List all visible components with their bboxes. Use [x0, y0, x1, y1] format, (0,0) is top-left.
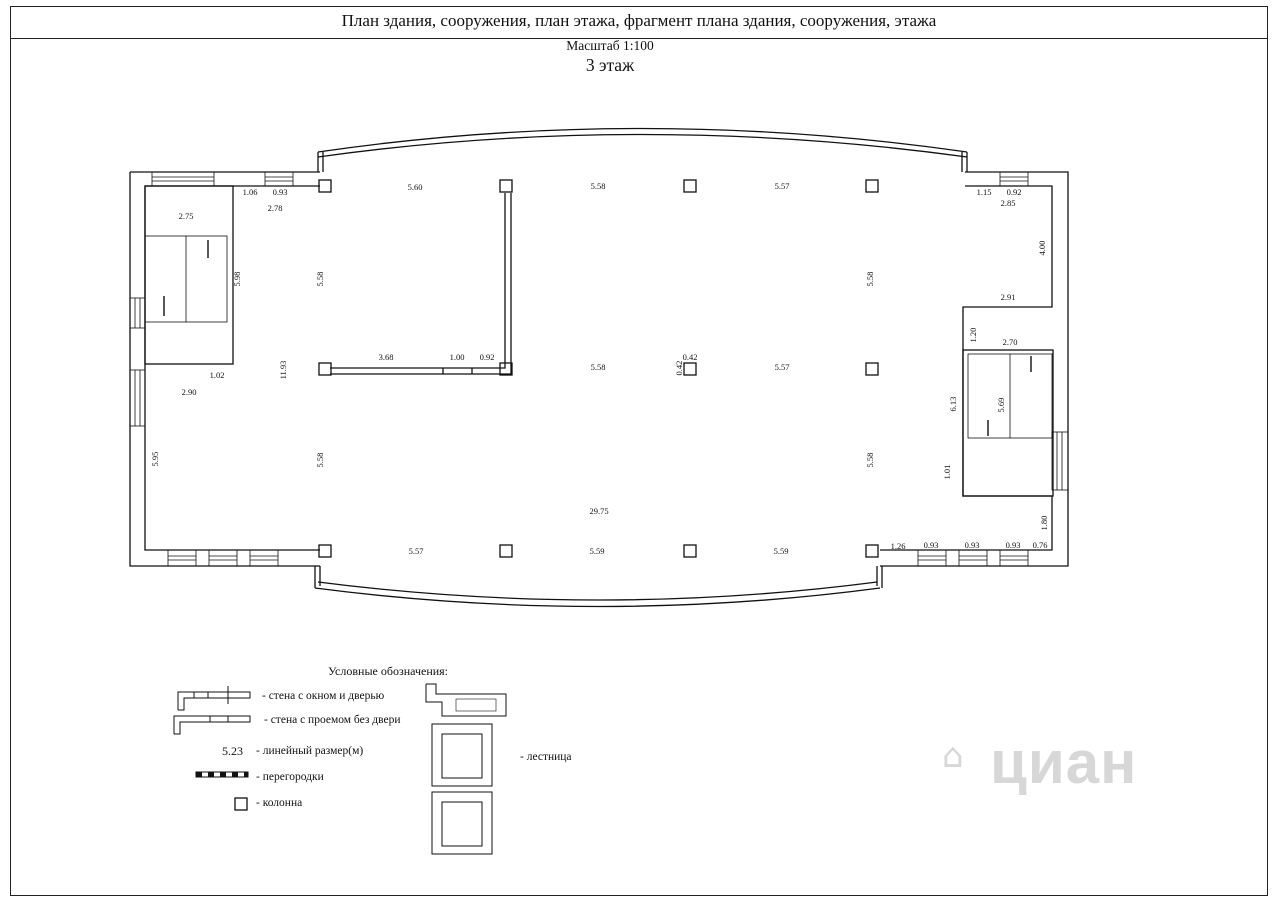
dimension-label: 1.02	[210, 370, 225, 380]
dimension-label: 0.93	[965, 540, 980, 550]
legend-column-icon	[234, 797, 248, 811]
dimension-label: 1.01	[942, 465, 952, 480]
drawing-frame: План здания, сооружения, план этажа, фра…	[10, 6, 1268, 896]
outer-wall	[129, 172, 320, 567]
legend-stairs: - лестница	[520, 751, 572, 763]
dimension-label: 5.58	[865, 453, 875, 468]
column	[865, 179, 879, 193]
dimension-label: 1.26	[891, 541, 906, 551]
dimension-label: 5.59	[774, 546, 789, 556]
dimension-label: 5.95	[150, 452, 160, 467]
dimension-label: 1.15	[977, 187, 992, 197]
dimension-label: 2.78	[268, 203, 283, 213]
dimension-label: 5.58	[315, 453, 325, 468]
window-top-left	[151, 171, 1029, 187]
outer-wall	[880, 171, 1069, 567]
cian-logo-icon: ⌂	[942, 736, 964, 776]
dimension-label: 1.20	[968, 328, 978, 343]
curved-facade-top-inner	[317, 133, 968, 158]
column	[683, 179, 697, 193]
dimension-label: 29.75	[589, 506, 608, 516]
watermark: циан	[990, 729, 1138, 796]
dimension-label: 5.59	[590, 546, 605, 556]
column	[865, 362, 879, 376]
stair-flights-left	[144, 235, 228, 323]
title-block: План здания, сооружения, план этажа, фра…	[11, 7, 1267, 39]
legend-partitions: - перегородки	[256, 771, 324, 783]
dimension-label: 0.93	[273, 187, 288, 197]
dimension-label: 2.90	[182, 387, 197, 397]
dimension-label: 0.76	[1033, 540, 1048, 550]
dimension-label: 0.42	[683, 352, 698, 362]
dimension-label: 1.06	[243, 187, 258, 197]
stair-core-right	[962, 349, 1054, 497]
dimension-label: 3.68	[379, 352, 394, 362]
legend-stairs-icon	[425, 683, 507, 855]
dimension-label: 5.58	[315, 272, 325, 287]
column	[499, 544, 513, 558]
column	[865, 544, 879, 558]
dimension-label: 2.91	[1001, 292, 1016, 302]
dimension-label: 0.93	[1006, 540, 1021, 550]
page-title: План здания, сооружения, план этажа, фра…	[341, 11, 937, 30]
dimension-label: 6.13	[948, 397, 958, 412]
legend-wall-opening: - стена с проемом без двери	[264, 714, 401, 726]
column	[683, 362, 697, 376]
dimension-label: 2.85	[1001, 198, 1016, 208]
window-bottom	[167, 549, 1029, 567]
legend-dimension-sample: 5.23	[222, 744, 243, 758]
dimension-label: 5.98	[232, 272, 242, 287]
legend-title: Условные обозначения:	[328, 664, 449, 678]
dimension-label: 5.57	[775, 181, 790, 191]
stair-flights-right	[967, 353, 1053, 439]
dimension-label: 5.57	[409, 546, 424, 556]
dimension-label: 5.58	[591, 362, 606, 372]
dimension-label: 2.70	[1003, 337, 1018, 347]
dimension-label: 0.42	[674, 361, 684, 376]
column	[499, 362, 513, 376]
dimension-label: 1.80	[1039, 516, 1049, 531]
column	[318, 362, 332, 376]
dimension-label: 5.60	[408, 182, 423, 192]
dimension-label: 0.92	[480, 352, 495, 362]
curved-facade-bottom-inner	[317, 581, 878, 601]
curved-facade-top	[317, 127, 968, 153]
dimension-label: 4.00	[1037, 241, 1047, 256]
legend-wall-window-door: - стена с окном и дверью	[262, 690, 385, 702]
legend-wall-opening-icon	[173, 715, 251, 735]
columns	[318, 179, 879, 558]
dimension-label: 5.57	[775, 362, 790, 372]
dimension-label: 2.75	[179, 211, 194, 221]
dimension-label: 0.93	[924, 540, 939, 550]
floor-label: 3 этаж	[585, 55, 635, 75]
dimension-label: 5.58	[591, 181, 606, 191]
column	[683, 544, 697, 558]
column	[499, 179, 513, 193]
interior-partition	[330, 193, 506, 369]
legend-column: - колонна	[256, 797, 303, 809]
legend-wall-window-door-icon	[177, 686, 251, 711]
curved-facade-bottom	[314, 587, 881, 608]
column	[318, 544, 332, 558]
scale-label: Масштаб 1:100	[566, 38, 654, 53]
dimension-label: 1.00	[450, 352, 465, 362]
legend-linear-size: - линейный размер(м)	[256, 745, 364, 757]
column	[318, 179, 332, 193]
dimension-label: 11.93	[278, 361, 288, 380]
dimension-label: 0.92	[1007, 187, 1022, 197]
legend-partitions-icon	[195, 771, 249, 778]
dimension-label: 5.58	[865, 272, 875, 287]
dimension-label: 5.69	[996, 398, 1006, 413]
